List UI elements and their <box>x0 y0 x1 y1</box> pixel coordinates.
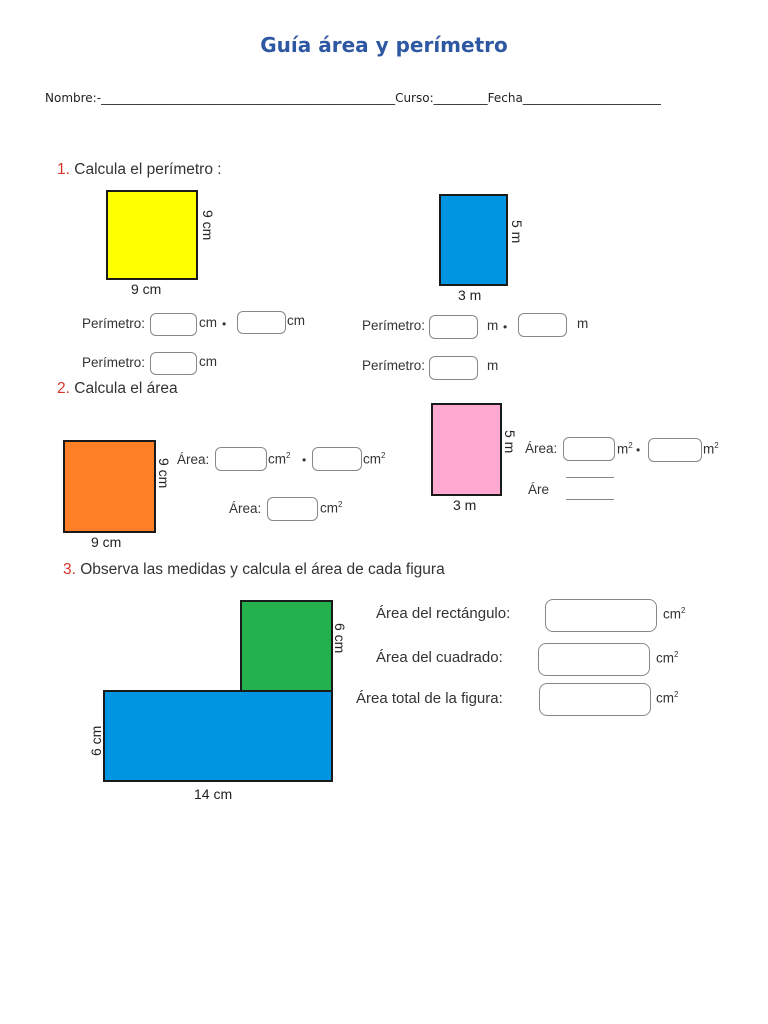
blue-rectangle <box>439 194 508 286</box>
nombre-label: Nombre:- <box>45 91 102 105</box>
unit-m: m <box>703 441 715 457</box>
unit-sup: 2 <box>338 500 343 509</box>
area-label-2c-cut: Áre <box>528 482 550 497</box>
blue-long-rectangle-height-label: 6 cm <box>88 725 104 756</box>
area-total-input[interactable] <box>539 683 651 716</box>
area-label-1c: Área: <box>229 501 262 516</box>
green-square-side-label: 6 cm <box>332 623 348 654</box>
yellow-square-bottom-label: 9 cm <box>131 281 162 297</box>
blue-long-rectangle <box>103 690 333 782</box>
unit-cm2-1b: cm2 <box>363 451 385 467</box>
unit-sup: 2 <box>628 441 633 450</box>
area-cuadrado-unit: cm2 <box>656 650 678 666</box>
section-1-heading: 1. Calcula el perímetro : <box>57 161 222 179</box>
cut-box-bottom-line <box>566 499 614 500</box>
perimetro-input-2a[interactable] <box>429 315 478 339</box>
area-rectangulo-input[interactable] <box>545 599 657 632</box>
area-label-2a: Área: <box>525 441 558 456</box>
perimetro-label-1c: Perímetro: <box>82 355 146 370</box>
section-3-number: 3. <box>63 561 76 578</box>
student-info-line: Nombre:-________________________________… <box>45 91 661 105</box>
unit-cm: cm <box>320 500 338 516</box>
perimetro-input-2b[interactable] <box>518 313 567 337</box>
unit-sup: 2 <box>674 650 679 659</box>
area-rectangulo-label: Área del rectángulo: <box>376 605 511 622</box>
pink-rectangle <box>431 403 502 496</box>
green-square <box>240 600 333 692</box>
area-input-2a[interactable] <box>563 437 615 461</box>
pink-rectangle-side-label: 5 m <box>502 430 518 454</box>
unit-sup: 2 <box>681 606 686 615</box>
area-total-label: Área total de la figura: <box>356 690 503 707</box>
curso-blank[interactable]: _________ <box>433 91 488 105</box>
area-input-2b[interactable] <box>648 438 702 462</box>
area-rectangulo-unit: cm2 <box>663 606 685 622</box>
unit-cm: cm <box>363 451 381 467</box>
pink-rectangle-bottom-label: 3 m <box>453 497 477 513</box>
fecha-blank[interactable]: _______________________ <box>522 91 661 105</box>
unit-cm-1a: cm <box>199 315 217 330</box>
dot-separator: • <box>636 443 641 457</box>
unit-m-2c: m <box>487 358 499 373</box>
section-3-heading: 3. Observa las medidas y calcula el área… <box>63 561 445 579</box>
orange-square <box>63 440 156 533</box>
curso-label: Curso: <box>395 91 434 105</box>
unit-cm-1c: cm <box>199 354 217 369</box>
unit-m-2a: m <box>487 318 499 333</box>
area-cuadrado-input[interactable] <box>538 643 650 676</box>
perimetro-label-1a: Perímetro: <box>82 316 146 331</box>
unit-sup: 2 <box>714 441 719 450</box>
area-input-1b[interactable] <box>312 447 362 471</box>
unit-cm: cm <box>656 690 674 706</box>
fecha-label: Fecha <box>487 91 523 105</box>
dot-separator: • <box>222 317 227 331</box>
blue-rectangle-bottom-label: 3 m <box>458 287 482 303</box>
blue-rectangle-side-label: 5 m <box>509 220 525 244</box>
perimetro-input-1c[interactable] <box>150 352 197 375</box>
section-2-text: Calcula el área <box>74 380 178 397</box>
blue-long-rectangle-width-label: 14 cm <box>194 786 233 802</box>
cut-box-top-line <box>566 477 614 478</box>
unit-m-2b: m <box>577 316 589 331</box>
unit-cm2-1c: cm2 <box>320 500 342 516</box>
unit-cm: cm <box>268 451 286 467</box>
unit-m2-2b: m2 <box>703 441 719 457</box>
page-title: Guía área y perímetro <box>260 33 508 57</box>
orange-square-bottom-label: 9 cm <box>91 534 122 550</box>
unit-cm-1b: cm <box>287 313 305 328</box>
unit-sup: 2 <box>286 451 291 460</box>
perimetro-input-1b[interactable] <box>237 311 286 334</box>
unit-cm2-1a: cm2 <box>268 451 290 467</box>
section-1-number: 1. <box>57 161 70 178</box>
yellow-square <box>106 190 198 280</box>
perimetro-label-2a: Perímetro: <box>362 318 426 333</box>
area-input-1a[interactable] <box>215 447 267 471</box>
perimetro-label-2c: Perímetro: <box>362 358 426 373</box>
dot-separator: • <box>302 453 307 467</box>
unit-m: m <box>617 441 629 457</box>
section-3-text: Observa las medidas y calcula el área de… <box>80 561 445 578</box>
nombre-blank[interactable]: ________________________________________… <box>101 91 396 105</box>
unit-m2-2a: m2 <box>617 441 633 457</box>
unit-cm: cm <box>656 650 674 666</box>
area-total-unit: cm2 <box>656 690 678 706</box>
area-label-1a: Área: <box>177 452 210 467</box>
unit-sup: 2 <box>381 451 386 460</box>
section-2-number: 2. <box>57 380 70 397</box>
area-cuadrado-label: Área del cuadrado: <box>376 649 503 666</box>
unit-cm: cm <box>663 606 681 622</box>
perimetro-input-1a[interactable] <box>150 313 197 336</box>
yellow-square-side-label: 9 cm <box>200 210 216 241</box>
section-2-heading: 2. Calcula el área <box>57 380 178 398</box>
unit-sup: 2 <box>674 690 679 699</box>
perimetro-input-2c[interactable] <box>429 356 478 380</box>
section-1-text: Calcula el perímetro : <box>74 161 222 178</box>
area-input-1c[interactable] <box>267 497 318 521</box>
orange-square-side-label: 9 cm <box>156 458 172 489</box>
dot-separator: • <box>503 320 508 334</box>
